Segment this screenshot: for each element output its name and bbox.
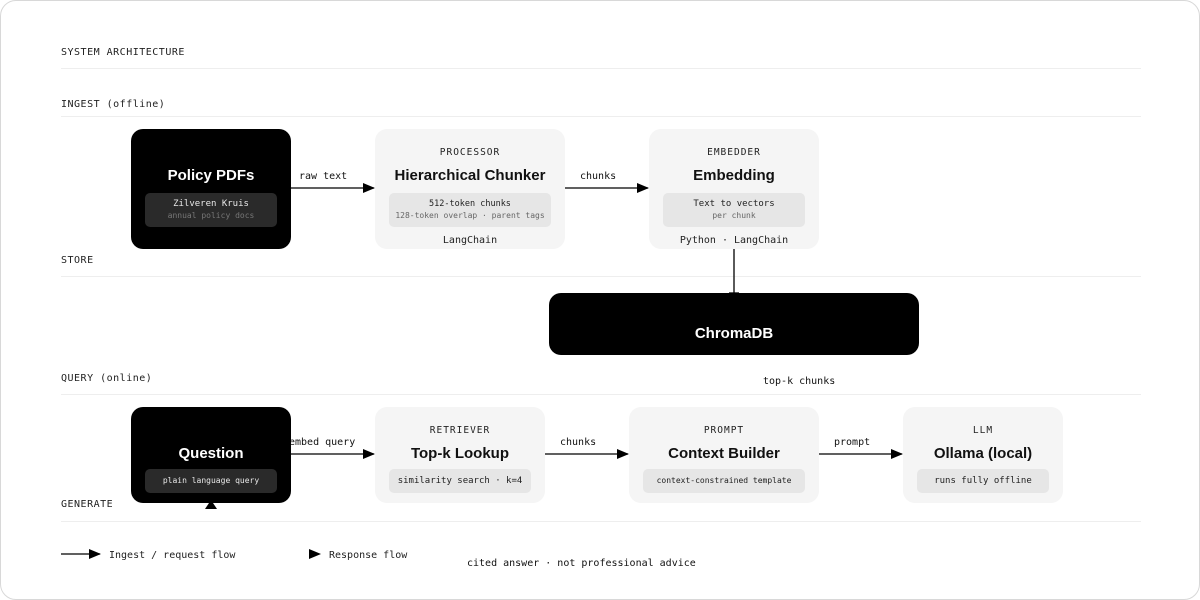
node-detail: Zilveren Kruis annual policy docs xyxy=(145,193,277,227)
detail-subline: 128-token overlap · parent tags xyxy=(395,211,545,220)
node-title: Policy PDFs xyxy=(167,167,255,184)
edge-label-topk-chunks: top-k chunks xyxy=(763,376,836,387)
section-divider xyxy=(61,116,1141,117)
node-embedding: EMBEDDER Embedding Text to vectors per c… xyxy=(649,129,819,249)
node-detail: 512-token chunks 128-token overlap · par… xyxy=(389,193,551,227)
node-detail: runs fully offline xyxy=(917,469,1049,493)
node-title: Context Builder xyxy=(668,445,780,462)
node-kicker: PROCESSOR xyxy=(439,147,501,158)
node-hierarchical-chunker: PROCESSOR Hierarchical Chunker 512-token… xyxy=(375,129,565,249)
detail-line: context-constrained template xyxy=(656,476,792,485)
node-title: Hierarchical Chunker xyxy=(394,167,546,184)
edge-label-embed-query: embed query xyxy=(289,437,356,448)
node-topk-lookup: RETRIEVER Top-k Lookup similarity search… xyxy=(375,407,545,503)
detail-subline: annual policy docs xyxy=(167,211,255,220)
edge-label-raw-text: raw text xyxy=(299,171,348,182)
node-chromadb: ChromaDB xyxy=(549,293,919,355)
detail-subline: per chunk xyxy=(712,211,756,220)
section-label-generate: GENERATE xyxy=(61,499,114,510)
detail-line: similarity search · k=4 xyxy=(397,476,523,486)
section-label-ingest: INGEST (offline) xyxy=(61,99,166,110)
node-footer: Python · LangChain xyxy=(679,235,789,246)
node-title: Question xyxy=(178,445,244,462)
node-title: Ollama (local) xyxy=(933,445,1033,462)
node-kicker: EMBEDDER xyxy=(707,147,761,158)
node-detail: Text to vectors per chunk xyxy=(663,193,805,227)
node-detail: plain language query xyxy=(145,469,277,493)
section-label-store: STORE xyxy=(61,255,94,266)
response-arrow-to-question xyxy=(205,500,217,509)
section-divider xyxy=(61,521,1141,522)
section-divider xyxy=(61,276,1141,277)
node-kicker: PROMPT xyxy=(703,425,745,436)
node-kicker: RETRIEVER xyxy=(429,425,491,436)
detail-line: Zilveren Kruis xyxy=(173,199,249,209)
section-label-query: QUERY (online) xyxy=(61,373,153,384)
section-divider xyxy=(61,394,1141,395)
edge-label-chunks: chunks xyxy=(580,171,617,182)
node-context-builder: PROMPT Context Builder context-constrain… xyxy=(629,407,819,503)
node-detail: similarity search · k=4 xyxy=(389,469,531,493)
node-footer: LangChain xyxy=(442,235,498,246)
node-title: Embedding xyxy=(693,167,775,184)
section-divider xyxy=(61,68,1141,69)
edge-label-prompt: prompt xyxy=(834,437,871,448)
legend-triangle-response xyxy=(309,549,321,559)
node-policy-pdfs: Policy PDFs Zilveren Kruis annual policy… xyxy=(131,129,291,249)
detail-line: Text to vectors xyxy=(693,199,775,209)
node-title: Top-k Lookup xyxy=(410,445,510,462)
section-label-architecture: SYSTEM ARCHITECTURE xyxy=(61,47,185,58)
edge-label-chunks: chunks xyxy=(560,437,597,448)
legend-label-response-flow: Response flow xyxy=(329,550,408,561)
node-ollama-local: LLM Ollama (local) runs fully offline xyxy=(903,407,1063,503)
node-kicker: LLM xyxy=(972,425,994,436)
node-title: ChromaDB xyxy=(694,325,774,342)
detail-line: plain language query xyxy=(162,476,260,485)
legend-label-ingest-flow: Ingest / request flow xyxy=(109,550,236,561)
detail-line: 512-token chunks xyxy=(429,199,511,209)
detail-line: runs fully offline xyxy=(934,476,1032,486)
edge-label-cited-answer: cited answer · not professional advice xyxy=(467,558,696,569)
node-question: Question plain language query xyxy=(131,407,291,503)
node-detail: context-constrained template xyxy=(643,469,805,493)
